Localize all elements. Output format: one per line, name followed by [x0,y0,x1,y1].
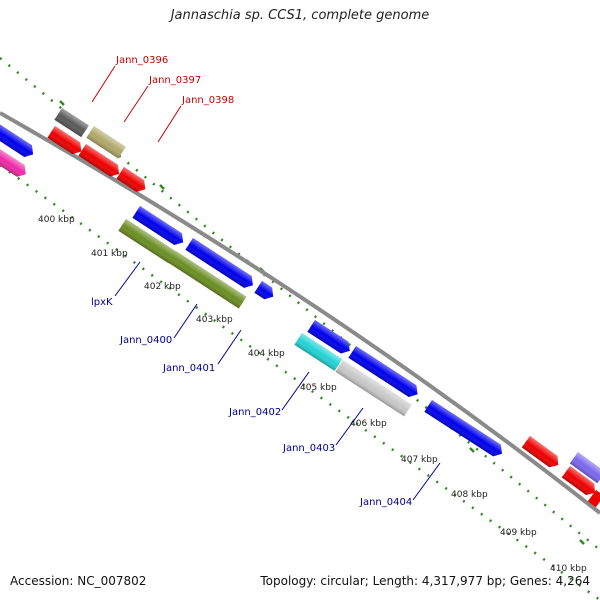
scale-label-405: 405 kbp [300,383,337,393]
gene-blue-5[interactable] [348,346,421,400]
outer-tick-ring [0,57,600,551]
gene-left-magenta[interactable] [0,140,30,180]
gene-jann-0398-b[interactable] [78,144,123,180]
genome-backbone [0,111,600,515]
map-title: Jannaschia sp. CCS1, complete genome [170,8,430,23]
gene-jann-0403[interactable] [335,360,412,417]
scale-label-407: 407 kbp [401,455,438,465]
gene-right-red-b[interactable] [561,466,599,498]
gene-left-blue[interactable] [0,118,37,160]
gene-jann-0400[interactable] [168,251,247,309]
scale-labels: 400 kbp 401 kbp 402 kbp 403 kbp 404 kbp … [38,215,587,574]
scale-label-404: 404 kbp [248,349,285,359]
outer-genes [0,108,600,508]
inner-tick-ring [0,163,600,600]
gene-right-purple[interactable] [569,452,600,484]
scale-label-406: 406 kbp [350,419,387,429]
gene-blue-1[interactable] [132,206,187,248]
gene-blue-2[interactable] [185,238,256,291]
gene-jann-0398-a[interactable] [47,126,85,157]
scale-label-403: 403 kbp [196,315,233,325]
scale-label-409: 409 kbp [500,528,537,538]
gene-lpxk[interactable] [118,219,177,264]
gene-jann-0402[interactable] [294,333,343,371]
label-jann-0402[interactable]: Jann_0402 [228,407,281,418]
gene-blue-3[interactable] [254,281,277,303]
scale-label-410: 410 kbp [550,564,587,574]
genome-summary-text: Topology: circular; Length: 4,317,977 bp… [260,574,590,588]
inner-genes [118,206,505,460]
gene-blue-4[interactable] [307,320,353,357]
outer-major-ticks [59,100,585,545]
label-lpxk[interactable]: lpxK [91,297,113,308]
label-jann-0398[interactable]: Jann_0398 [181,95,234,106]
label-jann-0400[interactable]: Jann_0400 [119,335,172,346]
outer-gene-labels: Jann_0396 Jann_0397 Jann_0398 [115,55,234,106]
gene-jann-0397[interactable] [86,126,126,159]
label-jann-0403[interactable]: Jann_0403 [282,443,335,454]
gene-right-red-a[interactable] [521,436,563,471]
gene-right-red-c[interactable] [587,490,600,508]
scale-label-402: 402 kbp [144,282,181,292]
label-jann-0401[interactable]: Jann_0401 [162,363,215,374]
scale-label-401: 401 kbp [91,249,128,259]
gene-jann-0398-c[interactable] [116,167,149,195]
scale-label-408: 408 kbp [451,490,488,500]
inner-gene-labels: lpxK Jann_0400 Jann_0401 Jann_0402 Jann_… [91,297,412,508]
label-jann-0397[interactable]: Jann_0397 [148,75,201,86]
gene-jann-0396[interactable] [54,108,89,138]
gene-jann-0404[interactable] [424,400,505,460]
scale-label-400: 400 kbp [38,215,75,225]
outer-leader-lines [91,65,182,143]
label-jann-0396[interactable]: Jann_0396 [115,55,168,66]
accession-text: Accession: NC_007802 [10,574,147,588]
inner-leader-lines [114,261,441,501]
label-jann-0404[interactable]: Jann_0404 [359,497,412,508]
